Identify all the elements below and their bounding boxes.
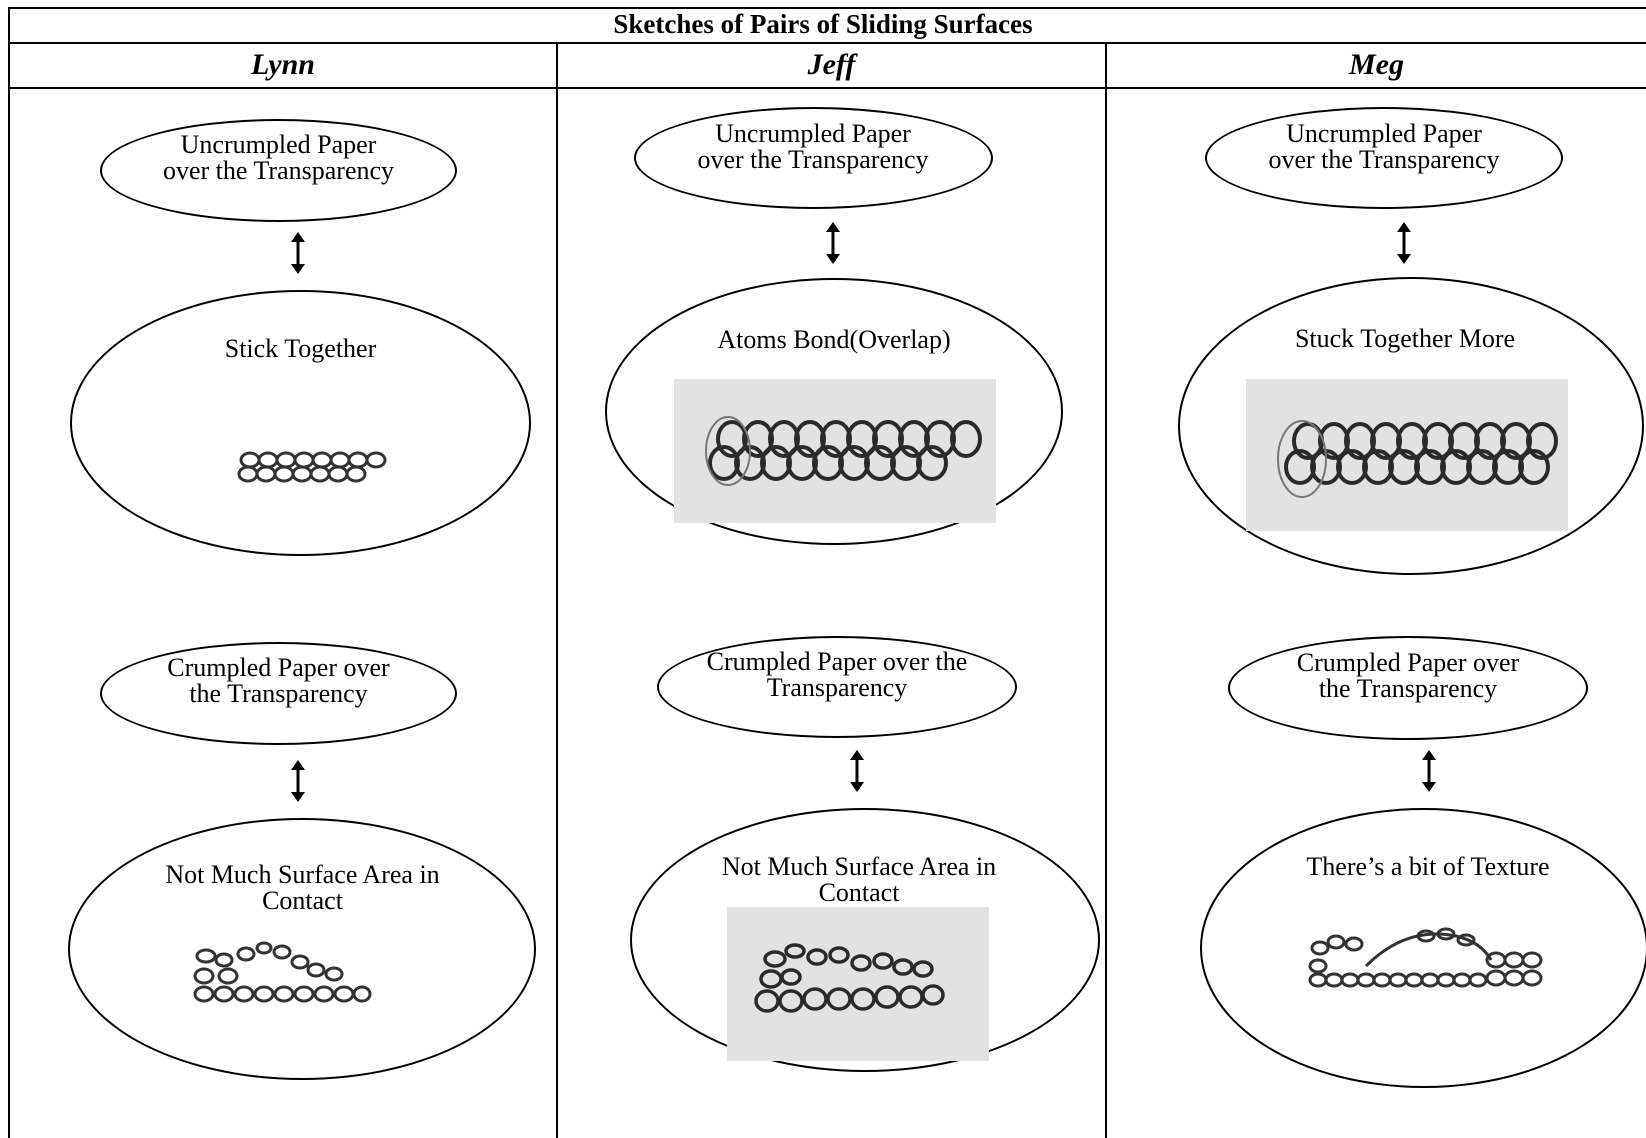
lynn-bottom-result-oval [68, 818, 536, 1080]
jeff-bottom-pair-label: Crumpled Paper over the Transparency [706, 647, 968, 702]
meg-bottom-double-arrow [1422, 750, 1436, 792]
meg-bottom-result-label: There’s a bit of Texture [1306, 852, 1550, 881]
column-header-meg: Meg [1349, 48, 1404, 81]
meg-bottom-pair-oval [1228, 636, 1588, 740]
column-header-jeff: Jeff [807, 48, 856, 81]
column-divider-2 [1105, 43, 1107, 1138]
meg-top-result-label: Stuck Together More [1294, 324, 1516, 353]
lynn-bottom-result-label: Not Much Surface Area in Contact [165, 860, 440, 915]
column-divider-1 [556, 43, 558, 1138]
jeff-bottom-sketch-icon [727, 907, 989, 1061]
title-row-divider [9, 42, 1646, 44]
lynn-bottom-pair-label: Crumpled Paper over the Transparency [167, 653, 390, 708]
meg-top-pair-oval [1205, 107, 1563, 209]
table-top-border [9, 7, 1646, 9]
jeff-bottom-pair-oval [657, 636, 1017, 738]
lynn-top-pair-label: Uncrumpled Paper over the Transparency [162, 130, 395, 185]
meg-bottom-pair-label: Crumpled Paper over the Transparency [1296, 648, 1520, 703]
lynn-top-pair-oval [100, 119, 457, 222]
meg-top-sketch-icon [1246, 379, 1568, 531]
lynn-top-result-oval [70, 290, 531, 556]
meg-bottom-sketch-icon [1308, 927, 1543, 988]
meg-top-double-arrow [1397, 222, 1411, 264]
lynn-bottom-sketch-icon [193, 941, 372, 1003]
jeff-top-pair-oval [634, 107, 993, 209]
header-row-divider [9, 87, 1646, 89]
lynn-bottom-double-arrow [291, 760, 305, 802]
jeff-top-result-oval [605, 278, 1063, 545]
lynn-top-double-arrow [291, 232, 305, 274]
jeff-bottom-result-oval [630, 808, 1100, 1072]
column-header-lynn: Lynn [251, 48, 315, 81]
jeff-bottom-double-arrow [850, 750, 864, 792]
lynn-top-result-label: Stick Together [224, 334, 377, 363]
table-left-border [8, 7, 10, 1138]
jeff-bottom-result-label: Not Much Surface Area in Contact [721, 852, 997, 907]
jeff-top-double-arrow [826, 222, 840, 264]
table-title: Sketches of Pairs of Sliding Surfaces [613, 9, 1033, 39]
jeff-top-pair-label: Uncrumpled Paper over the Transparency [697, 119, 929, 174]
jeff-top-result-label: Atoms Bond(Overlap) [717, 325, 951, 354]
meg-top-result-oval [1178, 277, 1644, 575]
lynn-bottom-pair-oval [100, 642, 457, 745]
jeff-top-sketch-icon [674, 379, 996, 523]
meg-top-pair-label: Uncrumpled Paper over the Transparency [1268, 119, 1500, 174]
lynn-top-sketch-icon [237, 451, 387, 483]
meg-bottom-result-oval [1200, 808, 1646, 1088]
